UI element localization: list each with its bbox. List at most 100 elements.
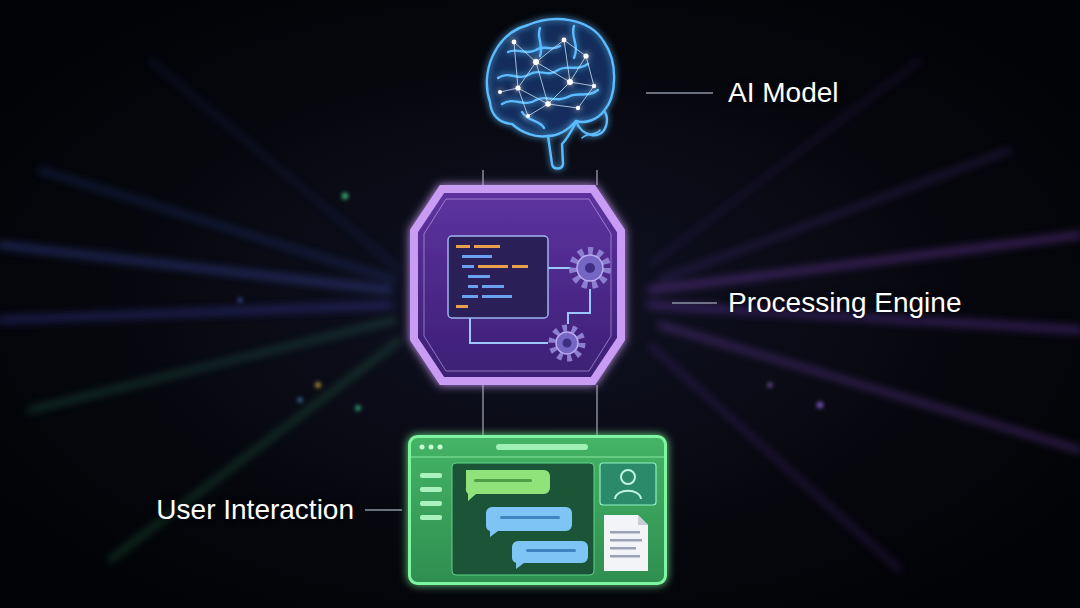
art-circle [817, 402, 823, 408]
art-rect [610, 555, 640, 558]
connector-line [482, 385, 483, 435]
art-circle [583, 53, 588, 58]
art-rect [512, 265, 528, 268]
art-rect [610, 547, 636, 550]
art-rect [420, 487, 442, 492]
art-path [512, 541, 588, 569]
art-path [548, 267, 571, 269]
art-path [522, 112, 544, 128]
art-circle [526, 114, 530, 118]
art-rect [610, 539, 642, 542]
connector-line [482, 170, 483, 185]
art-rect [410, 437, 666, 584]
art-rect [600, 463, 656, 505]
art-circle [562, 38, 567, 43]
art-circle [585, 263, 595, 273]
art-path [548, 122, 576, 169]
node-label: User Interaction [156, 493, 354, 527]
art-circle [592, 84, 596, 88]
processing-octagon: Processing Engine [410, 185, 625, 385]
art-rect [482, 285, 504, 288]
art-path [487, 19, 614, 136]
art-rect [496, 444, 588, 450]
art-line [650, 60, 920, 265]
art-path [500, 40, 594, 116]
art-path [638, 515, 648, 525]
art-rect [474, 245, 500, 248]
art-circle [573, 251, 607, 285]
art-circle [556, 332, 578, 354]
art-path [466, 470, 550, 501]
brain-icon: AI Model [478, 12, 618, 170]
art-line [660, 150, 1010, 280]
art-line [150, 60, 400, 270]
art-line [411, 457, 664, 458]
art-polygon [414, 189, 621, 381]
interface-window: User Interaction [408, 435, 667, 585]
art-path [615, 491, 641, 499]
art-circle [545, 101, 551, 107]
art-g [498, 38, 596, 118]
art-rect [456, 305, 468, 308]
art-rect [462, 255, 492, 258]
connector-line [596, 385, 597, 435]
art-rect [456, 245, 470, 248]
art-line [365, 509, 402, 510]
art-line [660, 325, 1080, 450]
art-g [420, 473, 442, 520]
art-line [30, 320, 395, 410]
art-circle [438, 445, 443, 450]
art-g [552, 328, 582, 358]
art-line [650, 235, 1080, 290]
art-rect [482, 295, 512, 298]
art-circle [563, 339, 572, 348]
art-circle [420, 445, 425, 450]
node-label: Processing Engine [728, 286, 961, 320]
art-g [500, 40, 594, 116]
art-path [582, 130, 600, 138]
art-rect [448, 236, 548, 318]
art-path [486, 507, 572, 537]
art-path [470, 318, 548, 343]
art-path [514, 40, 594, 104]
art-path [576, 111, 607, 135]
art-circle [577, 255, 603, 281]
label-slot: AI Model [728, 76, 839, 110]
processing-octagon-art [410, 185, 625, 385]
art-line [646, 92, 713, 93]
art-rect [526, 549, 576, 552]
art-rect [420, 501, 442, 506]
art-rect [420, 515, 442, 520]
art-circle [576, 106, 580, 110]
art-circle [533, 59, 539, 65]
art-g [573, 251, 607, 285]
art-line [40, 170, 395, 280]
interface-window-art [408, 435, 667, 585]
art-circle [567, 79, 573, 85]
art-circle [498, 90, 502, 94]
art-circle [298, 398, 302, 402]
art-rect [420, 473, 442, 478]
art-circle [552, 328, 582, 358]
art-path [573, 26, 576, 58]
art-line [110, 340, 400, 560]
art-rect [478, 265, 508, 268]
art-g [610, 531, 642, 558]
art-circle [621, 470, 635, 484]
art-path [539, 28, 541, 56]
art-path [568, 289, 590, 324]
art-path [604, 515, 648, 571]
art-circle [768, 383, 772, 387]
art-circle [512, 40, 517, 45]
connector-line [596, 170, 597, 185]
art-circle [316, 383, 321, 388]
label-slot: User Interaction [156, 493, 354, 527]
art-circle [515, 85, 520, 90]
art-line [0, 245, 390, 290]
art-rect [452, 463, 594, 575]
art-line [672, 302, 717, 303]
art-rect [474, 479, 532, 482]
art-rect [468, 275, 490, 278]
